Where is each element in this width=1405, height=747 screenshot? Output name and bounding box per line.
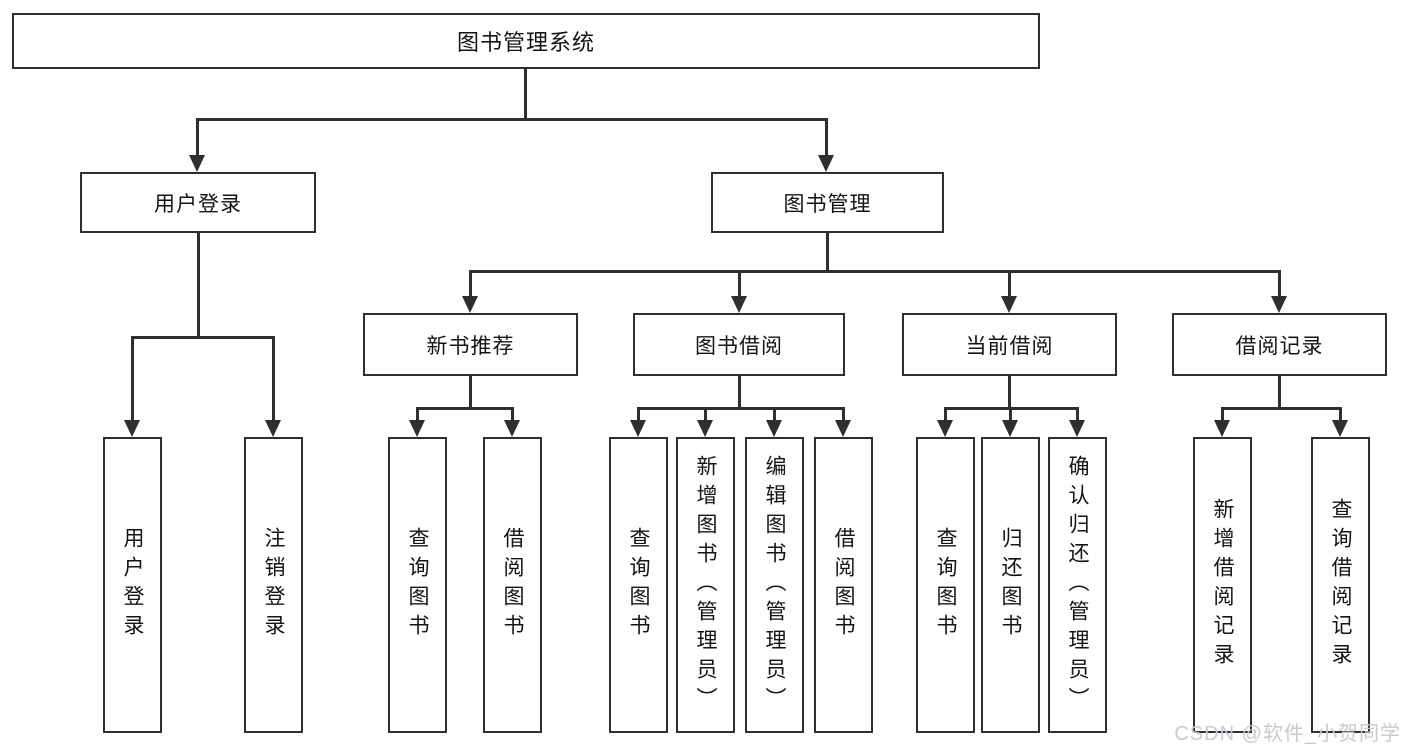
leaf-user-login-label: 用户登录 <box>121 527 144 643</box>
arrowhead-cb-confirm <box>1069 420 1085 437</box>
arrowhead-bb-edit <box>766 420 782 437</box>
connector-current-borrow-stem <box>1008 376 1011 407</box>
arrowhead-nb-borrow <box>504 420 520 437</box>
connector-user-login-rail <box>131 336 274 339</box>
connector-drop-new-book <box>469 270 472 297</box>
arrowhead-current-borrow <box>1001 296 1017 313</box>
connector-drop-cb-query <box>944 407 947 420</box>
arrowhead-book-management <box>818 155 834 172</box>
node-current-borrow: 当前借阅 <box>902 313 1117 376</box>
leaf-nb-query-books-label: 查询图书 <box>406 527 429 643</box>
arrowhead-br-add <box>1214 420 1230 437</box>
node-borrow-record-label: 借阅记录 <box>1235 334 1324 358</box>
connector-drop-bb-edit <box>773 407 776 420</box>
connector-drop-cb-return <box>1009 407 1012 420</box>
leaf-cb-return-books-label: 归还图书 <box>999 527 1022 643</box>
arrowhead-bb-borrow <box>835 420 851 437</box>
csdn-watermark: CSDN @软件_小贺同学 <box>1174 723 1401 745</box>
node-user-login-label: 用户登录 <box>154 192 242 216</box>
connector-drop-nb-borrow <box>511 407 514 420</box>
leaf-bb-edit-books-admin: 编辑图书（管理员） <box>745 437 804 733</box>
leaf-bb-borrow-books-label: 借阅图书 <box>832 527 855 643</box>
connector-drop-bb-query <box>637 407 640 420</box>
leaf-br-add-record: 新增借阅记录 <box>1193 437 1252 733</box>
connector-book-borrow-stem <box>738 376 741 407</box>
node-new-book-recommend: 新书推荐 <box>363 313 578 376</box>
node-book-borrow: 图书借阅 <box>633 313 845 376</box>
connector-drop-bb-add <box>704 407 707 420</box>
arrowhead-nb-query <box>409 420 425 437</box>
arrowhead-borrow-record <box>1271 296 1287 313</box>
connector-drop-borrow-record <box>1278 270 1281 297</box>
connector-drop-user-login <box>196 118 199 156</box>
arrowhead-book-borrow <box>731 296 747 313</box>
arrowhead-user-login <box>189 155 205 172</box>
leaf-bb-query-books-label: 查询图书 <box>627 527 650 643</box>
leaf-nb-query-books: 查询图书 <box>388 437 447 733</box>
leaf-cb-query-books-label: 查询图书 <box>934 527 957 643</box>
arrowhead-leaf-login <box>124 420 140 437</box>
leaf-cb-confirm-return-admin: 确认归还（管理员） <box>1048 437 1107 733</box>
leaf-nb-borrow-books-label: 借阅图书 <box>501 527 524 643</box>
leaf-br-query-record: 查询借阅记录 <box>1311 437 1370 733</box>
connector-level3-rail <box>469 270 1280 273</box>
leaf-user-login: 用户登录 <box>103 437 162 733</box>
arrowhead-new-book <box>462 296 478 313</box>
connector-drop-br-add <box>1221 407 1224 420</box>
leaf-bb-borrow-books: 借阅图书 <box>814 437 873 733</box>
node-book-management: 图书管理 <box>711 172 944 233</box>
connector-drop-leaf-login <box>131 336 134 420</box>
connector-drop-cb-confirm <box>1076 407 1079 420</box>
leaf-cb-confirm-return-admin-label: 确认归还（管理员） <box>1066 454 1089 716</box>
leaf-bb-add-books-admin: 新增图书（管理员） <box>676 437 735 733</box>
leaf-bb-add-books-admin-label: 新增图书（管理员） <box>694 454 717 716</box>
arrowhead-leaf-logout <box>265 420 281 437</box>
leaf-br-add-record-label: 新增借阅记录 <box>1211 498 1234 672</box>
leaf-cb-return-books: 归还图书 <box>981 437 1040 733</box>
leaf-br-query-record-label: 查询借阅记录 <box>1329 498 1352 672</box>
connector-borrow-record-rail <box>1221 407 1341 410</box>
connector-drop-book-borrow <box>738 270 741 297</box>
connector-book-management-stem <box>826 233 829 270</box>
arrowhead-br-query <box>1332 420 1348 437</box>
node-root-label: 图书管理系统 <box>456 30 595 55</box>
node-root: 图书管理系统 <box>12 13 1040 69</box>
node-book-management-label: 图书管理 <box>783 192 872 216</box>
connector-drop-br-query <box>1339 407 1342 420</box>
node-current-borrow-label: 当前借阅 <box>965 334 1054 358</box>
connector-drop-nb-query <box>416 407 419 420</box>
connector-new-book-rail <box>416 407 513 410</box>
node-borrow-record: 借阅记录 <box>1172 313 1387 376</box>
arrowhead-bb-query <box>630 420 646 437</box>
node-user-login: 用户登录 <box>80 172 316 233</box>
connector-drop-current-borrow <box>1008 270 1011 297</box>
connector-root-stem <box>524 69 527 119</box>
leaf-bb-edit-books-admin-label: 编辑图书（管理员） <box>763 454 786 716</box>
connector-book-borrow-rail <box>637 407 844 410</box>
node-new-book-recommend-label: 新书推荐 <box>426 334 515 358</box>
leaf-nb-borrow-books: 借阅图书 <box>483 437 542 733</box>
arrowhead-bb-add <box>697 420 713 437</box>
connector-new-book-stem <box>469 376 472 407</box>
arrowhead-cb-return <box>1002 420 1018 437</box>
connector-user-login-stem <box>197 233 200 336</box>
connector-level2-rail <box>196 118 828 121</box>
leaf-cb-query-books: 查询图书 <box>916 437 975 733</box>
arrowhead-cb-query <box>937 420 953 437</box>
leaf-logout: 注销登录 <box>244 437 303 733</box>
leaf-bb-query-books: 查询图书 <box>609 437 668 733</box>
connector-drop-bb-borrow <box>842 407 845 420</box>
connector-borrow-record-stem <box>1278 376 1281 407</box>
node-book-borrow-label: 图书借阅 <box>695 334 783 358</box>
connector-drop-book-management <box>825 118 828 156</box>
leaf-logout-label: 注销登录 <box>262 527 285 643</box>
connector-drop-leaf-logout <box>272 336 275 420</box>
